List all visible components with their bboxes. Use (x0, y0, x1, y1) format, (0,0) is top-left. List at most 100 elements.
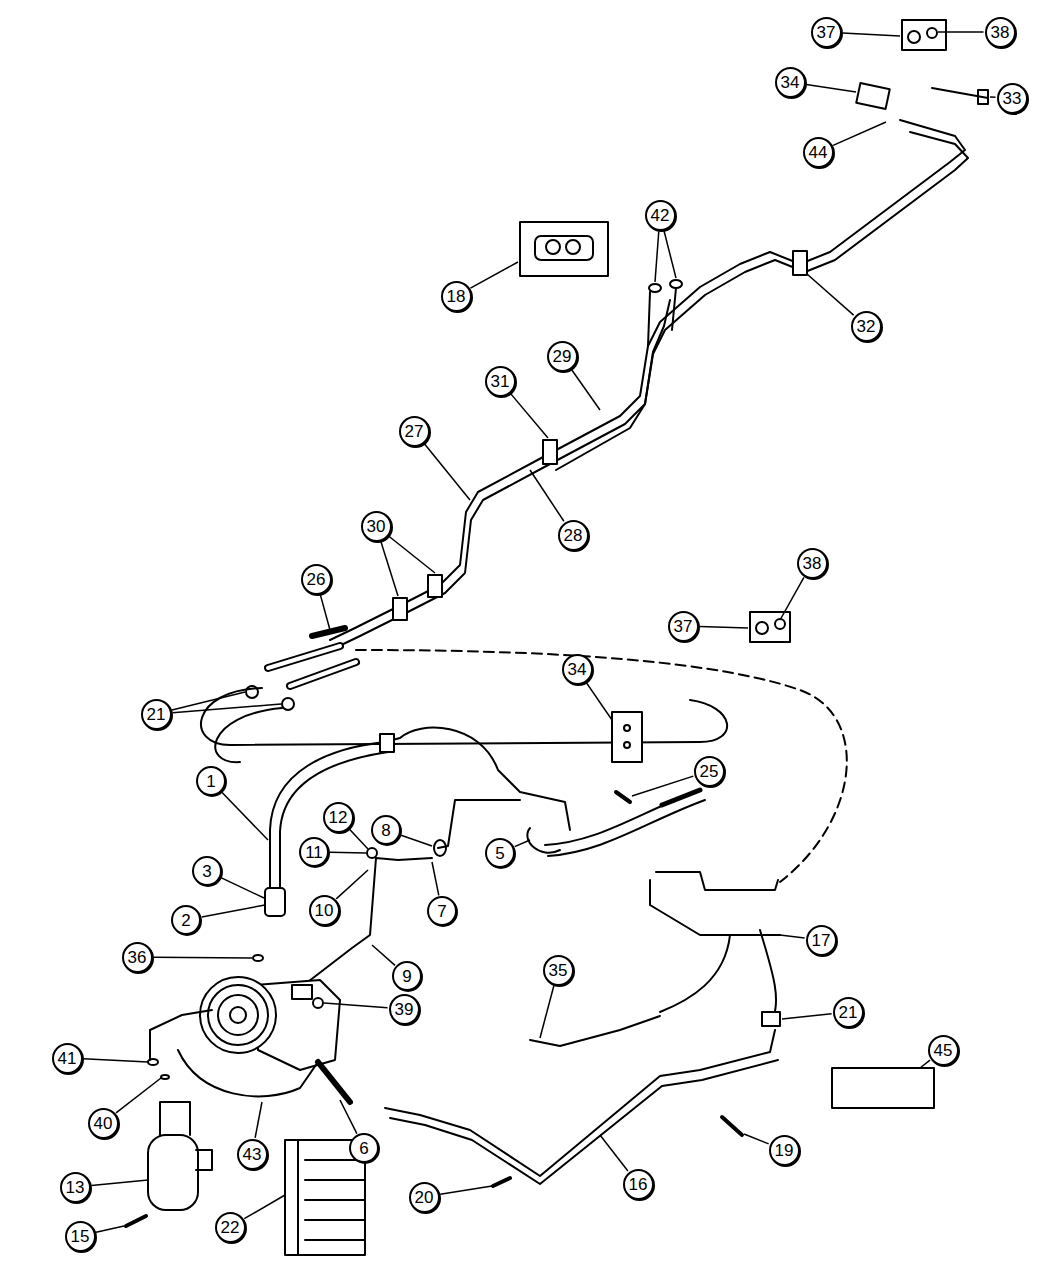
callout-number: 36 (128, 949, 147, 966)
leader-line (780, 577, 804, 620)
callout-number: 2 (181, 912, 190, 929)
callout-number: 25 (700, 763, 719, 780)
callout-circle: 7 (427, 896, 457, 926)
callout-number: 26 (307, 571, 326, 588)
callout-circle: 32 (851, 311, 882, 342)
bracket (318, 1062, 350, 1102)
callout-number: 45 (934, 1042, 953, 1059)
leader-line (782, 1014, 832, 1019)
callout-circle: 33 (997, 83, 1028, 114)
callout-circle: 43 (237, 1139, 268, 1170)
leader-line (511, 394, 548, 438)
bolt (722, 1117, 742, 1135)
leader-line (202, 905, 265, 917)
callout-number: 39 (395, 1001, 414, 1018)
leader-line (664, 231, 676, 278)
callout-number: 32 (857, 318, 876, 335)
leader-line (571, 369, 600, 410)
hose (548, 800, 705, 856)
leader-line (632, 776, 693, 796)
leader-line (938, 31, 984, 33)
callout-circle: 40 (88, 1108, 119, 1139)
callout-circle: 21 (141, 699, 172, 730)
callout-number: 33 (1003, 90, 1022, 107)
callout-circle: 6 (349, 1133, 379, 1163)
leader-line (389, 536, 435, 573)
clamp (793, 251, 807, 275)
callout-number: 17 (812, 932, 831, 949)
leader-line (842, 33, 900, 36)
callout-circle: 13 (60, 1172, 91, 1203)
callout-circle: 10 (309, 895, 340, 926)
leader-line (655, 231, 659, 282)
bolt (616, 792, 630, 802)
callout-number: 38 (991, 24, 1010, 41)
leader-line (381, 542, 398, 596)
bolt (126, 1216, 146, 1226)
liquid-line (390, 1060, 778, 1184)
leader-line (432, 862, 439, 895)
suction-line (270, 728, 570, 905)
callout-circle: 2 (171, 905, 201, 935)
fitting (380, 734, 394, 752)
callout-number: 28 (564, 527, 583, 544)
rear-ac-lines (330, 120, 968, 648)
receiver-drier (148, 1102, 212, 1210)
port (546, 240, 560, 254)
callout-circle: 3 (192, 856, 222, 886)
callout-circle: 45 (928, 1035, 959, 1066)
callout-number: 9 (402, 968, 411, 985)
leader-line (324, 1003, 388, 1008)
leader-line (336, 870, 368, 899)
discharge-line (150, 1010, 212, 1060)
callout-circle: 18 (441, 281, 472, 312)
dashed-route (356, 650, 847, 882)
leader-line (515, 840, 530, 847)
o-ring (756, 622, 768, 634)
callout-circle: 17 (806, 925, 837, 956)
callout-circle: 38 (985, 17, 1016, 48)
callout-circle: 38 (797, 548, 828, 579)
leader-line (96, 1226, 124, 1232)
hose-ends (246, 628, 356, 710)
callout-circle: 19 (769, 1135, 800, 1166)
block-fitting (856, 83, 890, 109)
bolt (493, 1178, 510, 1186)
leader-line (780, 935, 805, 938)
leader-line (330, 852, 366, 854)
callout-number: 44 (809, 144, 828, 161)
callout-circle: 22 (215, 1212, 246, 1243)
heater-core-lines (650, 872, 780, 1026)
callout-number: 34 (781, 74, 800, 91)
callout-circle: 35 (543, 955, 574, 986)
inset-box (520, 222, 608, 276)
callout-circle: 21 (833, 997, 864, 1028)
callout-circle: 42 (645, 200, 676, 231)
callout-number: 21 (147, 706, 166, 723)
callout-number: 8 (381, 822, 390, 839)
discharge-line (178, 1050, 318, 1096)
leader-line (116, 1078, 161, 1113)
callout-circle: 27 (399, 416, 430, 447)
callout-circle: 31 (485, 366, 516, 397)
liquid-line (385, 1030, 775, 1176)
callout-number: 27 (405, 423, 424, 440)
leader-line (806, 84, 856, 92)
callout-number: 15 (71, 1228, 90, 1245)
callout-circle: 25 (694, 756, 725, 787)
leader-line (349, 829, 368, 849)
o-ring (927, 28, 937, 38)
leader-line (699, 627, 748, 628)
bolt-head (978, 90, 988, 104)
compressor (200, 955, 340, 1070)
callout-number: 42 (651, 207, 670, 224)
leader-line (424, 444, 470, 500)
clamp (543, 440, 557, 464)
callout-circle: 12 (323, 802, 354, 833)
callout-number: 16 (629, 1176, 648, 1193)
callout-number: 35 (549, 962, 568, 979)
callout-number: 29 (553, 348, 572, 365)
